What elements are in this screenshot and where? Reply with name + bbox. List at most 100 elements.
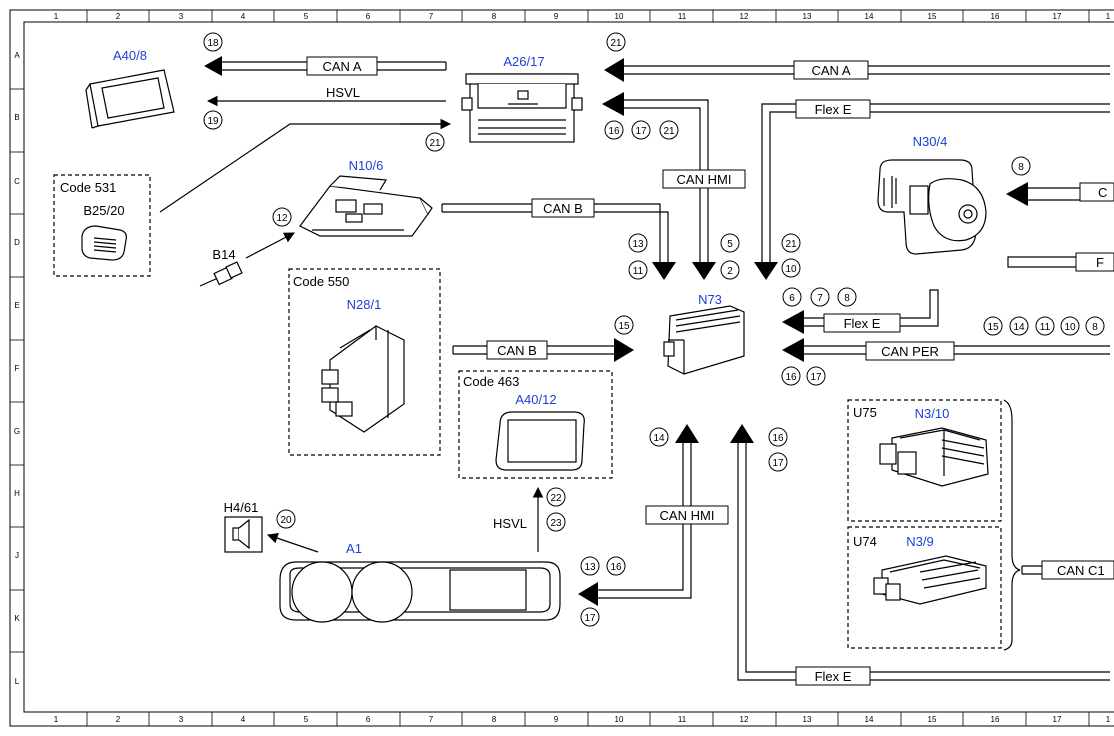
marker-20: 20 [280,515,292,526]
bus-label-can-a-right: CAN A [811,63,850,78]
marker-11-b: 11 [1040,322,1051,333]
bus-label-can-c1: CAN C1 [1057,563,1105,578]
label-code-531: Code 531 [60,180,116,195]
marker-16-a: 16 [608,126,620,137]
col-label-17-bottom: 17 [1053,715,1062,724]
bus-label-can-b-mid: CAN B [497,343,537,358]
bus-label-c-partial: C [1098,185,1107,200]
col-label-2: 2 [116,12,121,21]
cluster-a1 [279,561,561,623]
marker-8-b: 8 [1092,322,1098,333]
col-label-18: 1 [1106,12,1111,21]
col-label-12-bottom: 12 [740,715,749,724]
col-label-13: 13 [803,12,812,21]
row-label-G: G [14,427,20,436]
bus-label-flex-e-bottom: Flex E [815,669,852,684]
module-n28-1 [321,325,405,433]
col-label-11-bottom: 11 [678,715,687,724]
col-label-15-bottom: 15 [928,715,937,724]
label-a40-8: A40/8 [113,48,147,63]
col-label-4: 4 [241,12,246,21]
marker-17-a: 17 [635,126,647,137]
bus-label-can-per: CAN PER [881,344,939,359]
col-label-6: 6 [366,12,371,21]
sensor-b14 [199,261,243,287]
marker-8-a: 8 [844,293,850,304]
col-label-14: 14 [865,12,874,21]
marker-15-b: 15 [987,322,999,333]
bus-label-hsvl-top: HSVL [326,85,360,100]
marker-16-b: 16 [785,372,797,383]
col-label-10: 10 [615,12,624,21]
marker-10-b: 10 [1064,322,1076,333]
label-h4-61: H4/61 [224,500,259,515]
marker-6: 6 [789,293,795,304]
bus-label-boxes [306,56,1114,686]
row-label-E: E [14,301,19,310]
marker-14-b: 14 [653,433,665,444]
label-code-463: Code 463 [463,374,519,389]
marker-11-a: 11 [633,266,644,277]
bus-label-can-hmi-bottom: CAN HMI [660,508,715,523]
label-n3-9: N3/9 [906,534,933,549]
brace [1003,399,1021,651]
label-b25-20: B25/20 [83,203,124,218]
label-a40-12: A40/12 [515,392,556,407]
bus-label-can-hmi-top: CAN HMI [677,172,732,187]
grid-labels: 1 2 3 4 5 6 7 8 9 10 11 12 13 14 15 16 1… [10,10,1111,726]
row-label-J: J [15,551,19,560]
col-label-14-bottom: 14 [865,715,874,724]
col-label-1: 1 [54,12,59,21]
row-label-F: F [15,364,20,373]
marker-2: 2 [727,266,733,277]
module-n30-4 [877,159,987,255]
row-label-A: A [14,51,20,60]
label-n73: N73 [698,292,722,307]
col-label-3-bottom: 3 [179,715,184,724]
label-u75: U75 [853,405,877,420]
marker-13-b: 13 [584,562,596,573]
bus-label-f-partial: F [1096,255,1104,270]
marker-13-a: 13 [632,239,644,250]
marker-21-c: 21 [663,126,675,137]
bus-label-flex-e-top: Flex E [815,102,852,117]
col-label-15: 15 [928,12,937,21]
bus-label-hsvl-bottom: HSVL [493,516,527,531]
col-label-16: 16 [991,12,1000,21]
bus-labels: CAN A HSVL CAN A Flex E CAN HMI CAN B CA… [322,59,1107,684]
unit-a26-17 [461,73,583,143]
col-label-17: 17 [1053,12,1062,21]
marker-5: 5 [727,239,733,250]
col-label-6-bottom: 6 [366,715,371,724]
col-label-10-bottom: 10 [615,715,624,724]
label-n28-1: N28/1 [347,297,382,312]
module-n73 [663,305,745,375]
marker-10-a: 10 [785,264,797,275]
col-label-18-bottom: 1 [1106,715,1111,724]
option-boxes [53,174,1002,649]
col-label-5: 5 [304,12,309,21]
marker-21-a: 21 [429,138,441,149]
marker-21-b: 21 [610,38,622,49]
label-a26-17: A26/17 [503,54,544,69]
col-label-2-bottom: 2 [116,715,121,724]
bus-label-can-a-left: CAN A [322,59,361,74]
col-label-8: 8 [492,12,497,21]
bus-label-flex-e-mid: Flex E [844,316,881,331]
col-label-9: 9 [554,12,559,21]
marker-8-c: 8 [1018,162,1024,173]
label-u74: U74 [853,534,877,549]
marker-21-d: 21 [785,239,797,250]
col-label-7-bottom: 7 [429,715,434,724]
label-n3-10: N3/10 [915,406,950,421]
col-label-11: 11 [678,12,687,21]
marker-17-c: 17 [772,458,784,469]
col-label-1-bottom: 1 [54,715,59,724]
marker-15-a: 15 [618,321,630,332]
display-a40-8 [85,69,175,129]
speaker-h4-61 [224,516,263,553]
col-label-16-bottom: 16 [991,715,1000,724]
col-label-3: 3 [179,12,184,21]
component-labels: A40/8 A26/17 N10/6 Code 531 B25/20 B14 C… [60,48,949,556]
label-b14: B14 [212,247,235,262]
